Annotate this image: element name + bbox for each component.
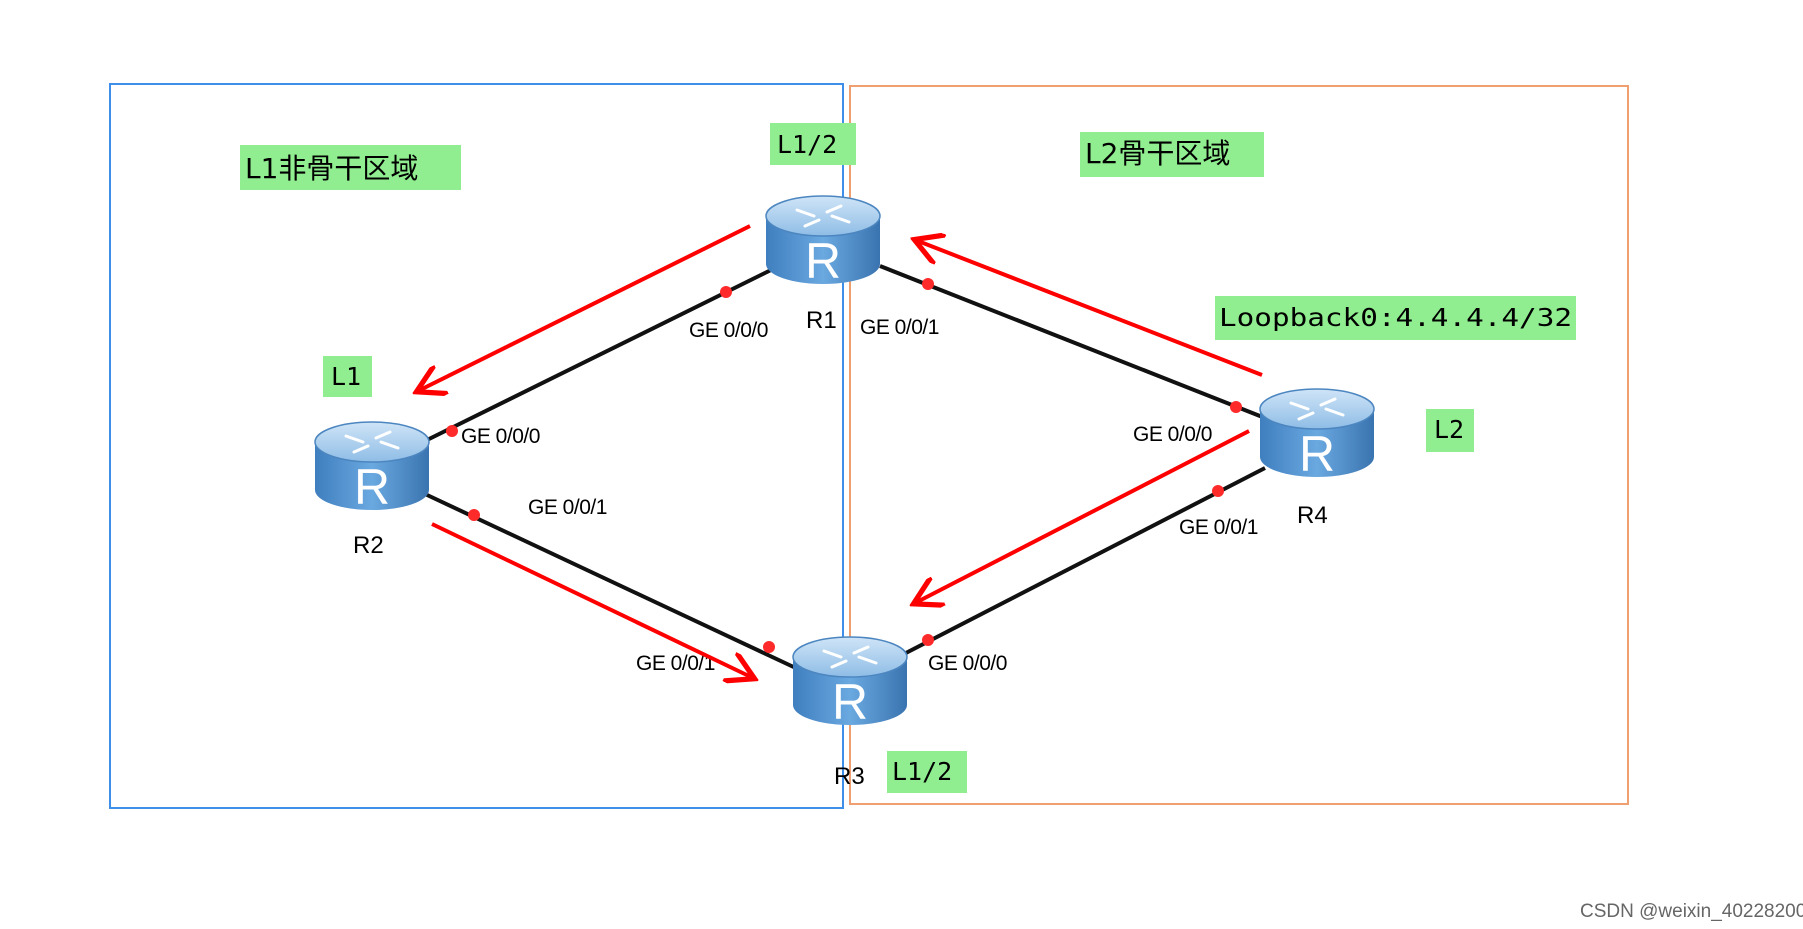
l1-area-label: L1非骨干区域 bbox=[245, 152, 418, 185]
route-arrow-r4-to-r3 bbox=[917, 429, 1250, 602]
r1-level-label: L1/2 bbox=[777, 130, 837, 159]
r1-port-ge001-label: GE 0/0/1 bbox=[860, 316, 939, 339]
port-dot-r3-ge001 bbox=[763, 641, 775, 653]
r4-port-ge001-label: GE 0/0/1 bbox=[1179, 516, 1258, 539]
router-r2[interactable]: R bbox=[313, 420, 431, 515]
port-dot-r3-ge000 bbox=[922, 634, 934, 646]
route-arrow-r1-to-r2 bbox=[420, 224, 751, 390]
router-r1[interactable]: R bbox=[764, 194, 882, 289]
router-r1-name: R1 bbox=[806, 307, 837, 334]
r4-loopback-tag bbox=[1215, 296, 1576, 340]
router-r3[interactable]: R bbox=[791, 635, 909, 730]
router-letter: R bbox=[1299, 426, 1335, 482]
r4-port-ge000-label: GE 0/0/0 bbox=[1133, 423, 1212, 446]
router-letter: R bbox=[354, 459, 390, 515]
port-dot-r1-ge000 bbox=[720, 286, 732, 298]
port-dot-r4-ge001 bbox=[1212, 485, 1224, 497]
l2-area-label: L2骨干区域 bbox=[1085, 137, 1230, 170]
r2-level-tag bbox=[323, 356, 372, 397]
port-dot-r2-ge001 bbox=[468, 509, 480, 521]
port-dot-r1-ge001 bbox=[922, 278, 934, 290]
router-r3-name: R3 bbox=[834, 763, 865, 790]
r2-port-ge000-label: GE 0/0/0 bbox=[461, 425, 540, 448]
r4-loopback-label: Loopback0:4.4.4.4/32 bbox=[1219, 303, 1572, 332]
link-r1-r2 bbox=[424, 267, 774, 443]
r4-level-label: L2 bbox=[1434, 415, 1464, 444]
r4-level-tag bbox=[1426, 409, 1474, 452]
l1-area-box bbox=[109, 83, 844, 809]
r1-port-ge000-label: GE 0/0/0 bbox=[689, 319, 768, 342]
r3-port-ge001-label: GE 0/0/1 bbox=[636, 652, 715, 675]
port-dot-r2-ge000 bbox=[446, 425, 458, 437]
router-r2-name: R2 bbox=[353, 532, 384, 559]
l2-area-tag bbox=[1080, 132, 1264, 177]
watermark: CSDN @weixin_40228200 bbox=[1580, 901, 1803, 922]
router-r4-name: R4 bbox=[1297, 502, 1328, 529]
router-letter: R bbox=[832, 674, 868, 730]
r2-port-ge001-label: GE 0/0/1 bbox=[528, 496, 607, 519]
r3-port-ge000-label: GE 0/0/0 bbox=[928, 652, 1007, 675]
l1-area-tag bbox=[240, 145, 461, 190]
route-arrow-r4-to-r1 bbox=[918, 241, 1263, 377]
r1-level-tag bbox=[770, 123, 856, 165]
link-r1-r4 bbox=[879, 264, 1266, 420]
router-r4[interactable]: R bbox=[1258, 387, 1376, 482]
link-r2-r3 bbox=[424, 492, 801, 672]
port-dot-r4-ge000 bbox=[1230, 401, 1242, 413]
l2-area-box bbox=[849, 85, 1629, 805]
r3-level-label: L1/2 bbox=[892, 757, 952, 786]
link-r3-r4 bbox=[901, 466, 1266, 657]
router-letter: R bbox=[805, 233, 841, 289]
route-arrow-r2-to-r3 bbox=[431, 522, 751, 677]
r3-level-tag bbox=[887, 751, 967, 793]
r2-level-label: L1 bbox=[331, 362, 361, 391]
